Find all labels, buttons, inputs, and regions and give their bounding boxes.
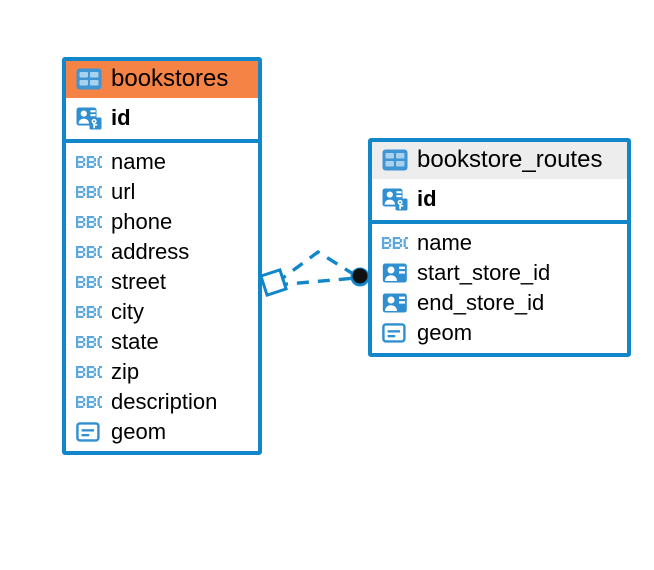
table-icon — [76, 68, 102, 90]
field-label: name — [111, 148, 167, 174]
geometry-type-icon — [76, 421, 102, 443]
field-label: city — [111, 298, 144, 324]
field-label: address — [111, 238, 190, 264]
entity-header-bookstores[interactable]: bookstores — [66, 61, 258, 98]
field-list-bookstores: name — [66, 143, 258, 452]
text-type-icon — [382, 236, 408, 250]
field-label: name — [417, 229, 473, 255]
field-row-primary-key[interactable]: id — [372, 179, 627, 224]
field-row-street[interactable]: street — [66, 267, 258, 297]
field-label: state — [111, 328, 159, 354]
text-type-icon — [76, 395, 102, 409]
field-row-primary-key[interactable]: id — [66, 98, 258, 143]
field-row-start-store-id[interactable]: start_store_id — [372, 258, 627, 288]
field-label: phone — [111, 208, 173, 234]
field-row-url[interactable]: url — [66, 177, 258, 207]
field-label: street — [111, 268, 167, 294]
field-label: start_store_id — [417, 259, 551, 285]
entity-title: bookstores — [111, 65, 229, 92]
field-row-geom[interactable]: geom — [372, 318, 627, 348]
field-label: zip — [111, 358, 140, 384]
field-row-end-store-id[interactable]: end_store_id — [372, 288, 627, 318]
field-label: url — [111, 178, 136, 204]
relationship-line-lower — [275, 276, 357, 287]
field-label: id — [111, 105, 131, 130]
field-label: geom — [111, 418, 167, 444]
field-row-phone[interactable]: phone — [66, 207, 258, 237]
field-row-address[interactable]: address — [66, 237, 258, 267]
entity-bookstores[interactable]: bookstores — [62, 57, 262, 456]
field-row-description[interactable]: description — [66, 387, 258, 417]
field-label: geom — [417, 319, 473, 345]
field-label: end_store_id — [417, 289, 545, 315]
entity-header-bookstore-routes[interactable]: bookstore_routes — [372, 142, 627, 179]
field-row-geom[interactable]: geom — [66, 417, 258, 447]
field-row-state[interactable]: state — [66, 327, 258, 357]
text-type-icon — [76, 275, 102, 289]
text-type-icon — [76, 215, 102, 229]
relationship-line-upper — [274, 249, 359, 285]
entity-bookstore-routes[interactable]: bookstore_routes — [368, 138, 631, 357]
field-label: description — [111, 388, 218, 414]
geometry-type-icon — [382, 322, 408, 344]
text-type-icon — [76, 185, 102, 199]
field-list-bookstore-routes: name start_store_id — [372, 224, 627, 353]
text-type-icon — [76, 245, 102, 259]
text-type-icon — [76, 365, 102, 379]
circle-marker — [350, 267, 370, 287]
text-type-icon — [76, 305, 102, 319]
field-row-city[interactable]: city — [66, 297, 258, 327]
text-type-icon — [76, 155, 102, 169]
foreign-key-icon — [382, 292, 408, 314]
field-label: id — [417, 186, 437, 211]
table-icon — [382, 149, 408, 171]
foreign-key-icon — [382, 262, 408, 284]
text-type-icon — [76, 335, 102, 349]
primary-key-icon — [76, 106, 102, 130]
primary-key-icon — [382, 187, 408, 211]
entity-title: bookstore_routes — [417, 146, 603, 173]
field-row-name[interactable]: name — [372, 228, 627, 258]
field-row-zip[interactable]: zip — [66, 357, 258, 387]
field-row-name[interactable]: name — [66, 147, 258, 177]
diamond-marker — [259, 268, 288, 297]
